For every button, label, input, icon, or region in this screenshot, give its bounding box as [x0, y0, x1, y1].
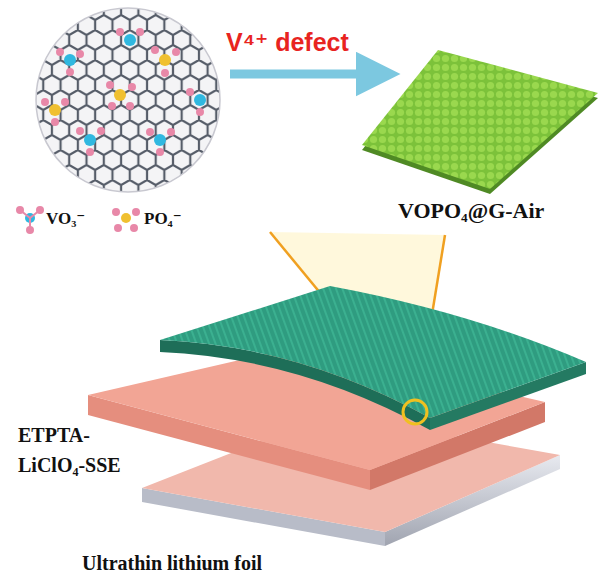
legend-label: VO₃⁻	[46, 208, 85, 229]
legend-label: PO₄⁻	[144, 208, 182, 229]
layer-label: Ultrathin lithium foil	[82, 552, 262, 575]
defect-label: V⁴⁺ defect	[226, 28, 349, 57]
material-label: VOPO₄@G-Air	[398, 198, 544, 224]
layer-label: ETPTA-LiClO₄-SSE	[18, 420, 146, 480]
